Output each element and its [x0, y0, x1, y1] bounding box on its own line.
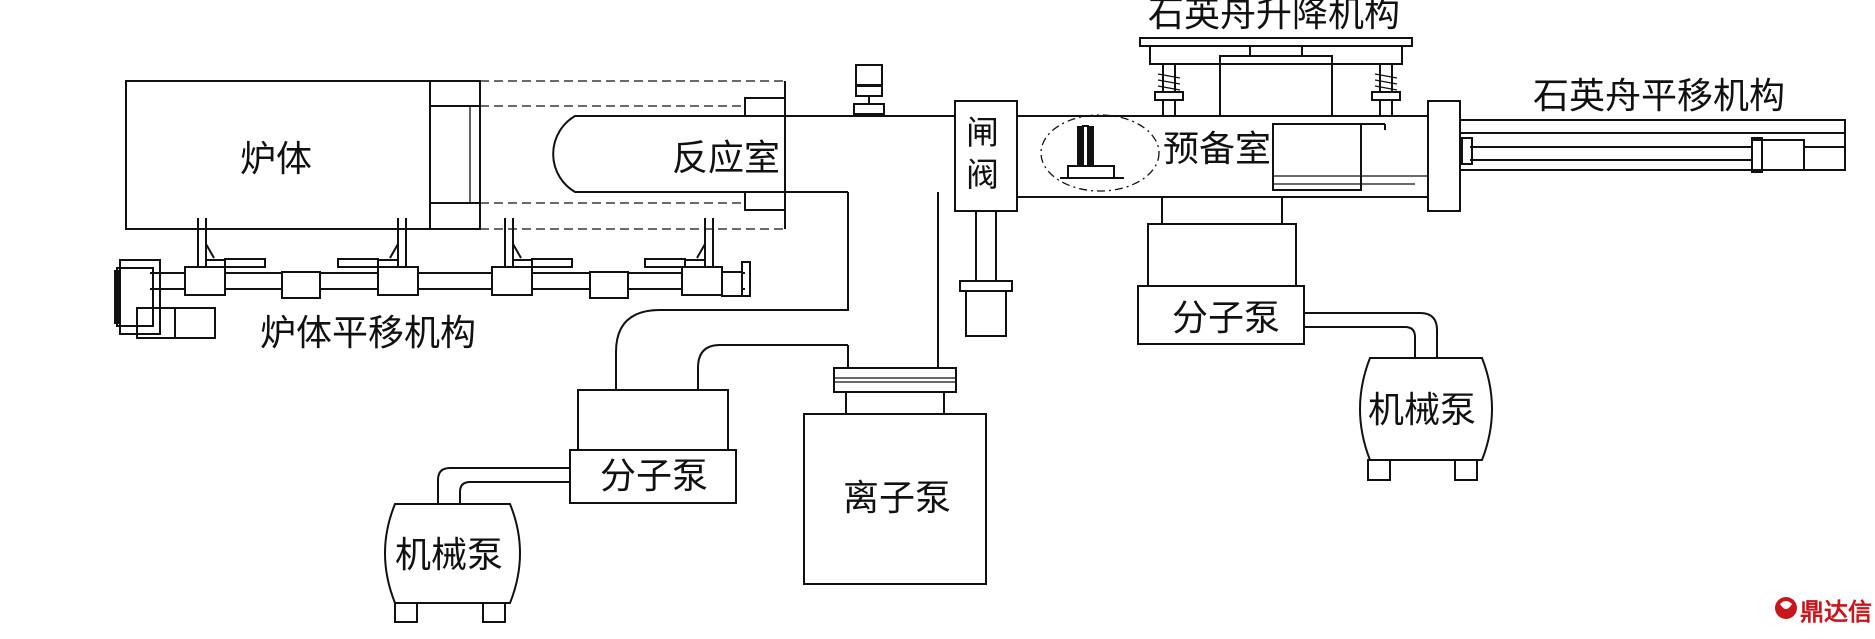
furnace-translation-mechanism: 炉体平移机构 [114, 218, 751, 354]
prep-chamber: 预备室 [1017, 100, 1461, 212]
gate-valve-label-line2: 阀 [966, 155, 999, 194]
molecular-pump-left: 分子泵 [569, 389, 737, 504]
mechanical-pump-right: 机械泵 [1359, 357, 1493, 481]
reaction-chamber-label: 反应室 [672, 138, 780, 179]
mechanical-pump-right-label: 机械泵 [1368, 390, 1476, 431]
right-roughing-line [1304, 312, 1438, 358]
boat-lift-mechanism: 石英舟升降机构 [1139, 0, 1413, 117]
furnace-body: 炉体 [125, 80, 481, 230]
molecular-pump-left-label: 分子泵 [600, 456, 708, 497]
left-vacuum-lines [615, 192, 939, 390]
molecular-pump-right-label: 分子泵 [1172, 298, 1280, 339]
ion-pump-label: 离子泵 [843, 478, 951, 519]
mechanical-pump-left: 机械泵 [384, 503, 521, 623]
furnace-travel-outline [480, 80, 785, 230]
boat-lift-label: 石英舟升降机构 [1148, 0, 1400, 35]
gate-valve-label-line1: 闸 [966, 113, 999, 152]
prep-chamber-label: 预备室 [1163, 129, 1271, 170]
boat-translation-label: 石英舟平移机构 [1533, 76, 1785, 117]
furnace-body-label: 炉体 [240, 139, 312, 180]
gate-valve: 闸 阀 [954, 100, 1018, 337]
boat-translation-mechanism: 石英舟平移机构 [1459, 76, 1846, 173]
watermark-logo: 鼎达信 [1775, 597, 1872, 626]
ion-pump: 离子泵 [803, 367, 987, 585]
mechanical-pump-left-label: 机械泵 [395, 535, 503, 576]
molecular-pump-right: 分子泵 [1137, 196, 1305, 345]
watermark-text: 鼎达信 [1800, 598, 1872, 626]
left-roughing-line [437, 467, 570, 504]
main-tube [785, 64, 955, 193]
furnace-translation-label: 炉体平移机构 [260, 313, 476, 354]
reaction-chamber: 反应室 [552, 81, 786, 229]
